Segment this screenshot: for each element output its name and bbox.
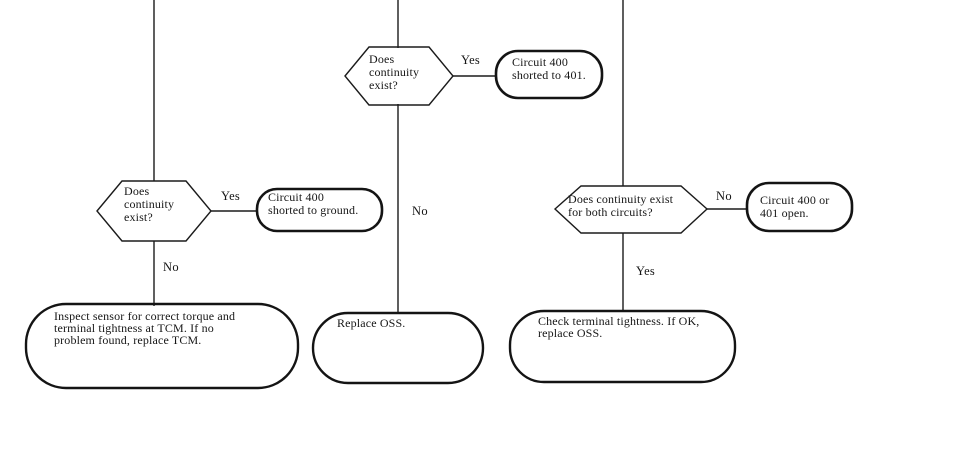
branch-label-left-yes: Yes xyxy=(221,189,241,203)
outcome-left-label: Circuit 400 shorted to ground. xyxy=(268,190,359,217)
decision-right-label: Does continuity exist for both circuits? xyxy=(568,192,674,219)
outcome-right-pill xyxy=(745,181,854,233)
outcome-left-pill xyxy=(255,187,384,233)
branch-label-right-yes: Yes xyxy=(636,264,656,278)
decision-top-label: Does continuity exist? xyxy=(369,52,420,92)
outcome-top-pill xyxy=(494,49,604,100)
terminal-left-label: Inspect sensor for correct torque and te… xyxy=(54,309,236,348)
branch-label-top-yes: Yes xyxy=(461,53,481,67)
terminal-left-box xyxy=(24,302,300,390)
branch-label-left-no: No xyxy=(163,260,179,274)
branch-label-right-no: No xyxy=(716,189,732,203)
terminal-right-label: Check terminal tightness. If OK, replace… xyxy=(538,314,700,341)
terminal-middle-box xyxy=(311,311,485,385)
terminal-middle-label: Replace OSS. xyxy=(337,316,406,330)
outcome-top-label: Circuit 400 shorted to 401. xyxy=(512,55,586,82)
branch-label-middle-no: No xyxy=(412,204,428,218)
terminal-right-box xyxy=(508,309,737,384)
decision-left-label: Does continuity exist? xyxy=(124,184,175,224)
outcome-right-label: Circuit 400 or 401 open. xyxy=(760,193,830,220)
